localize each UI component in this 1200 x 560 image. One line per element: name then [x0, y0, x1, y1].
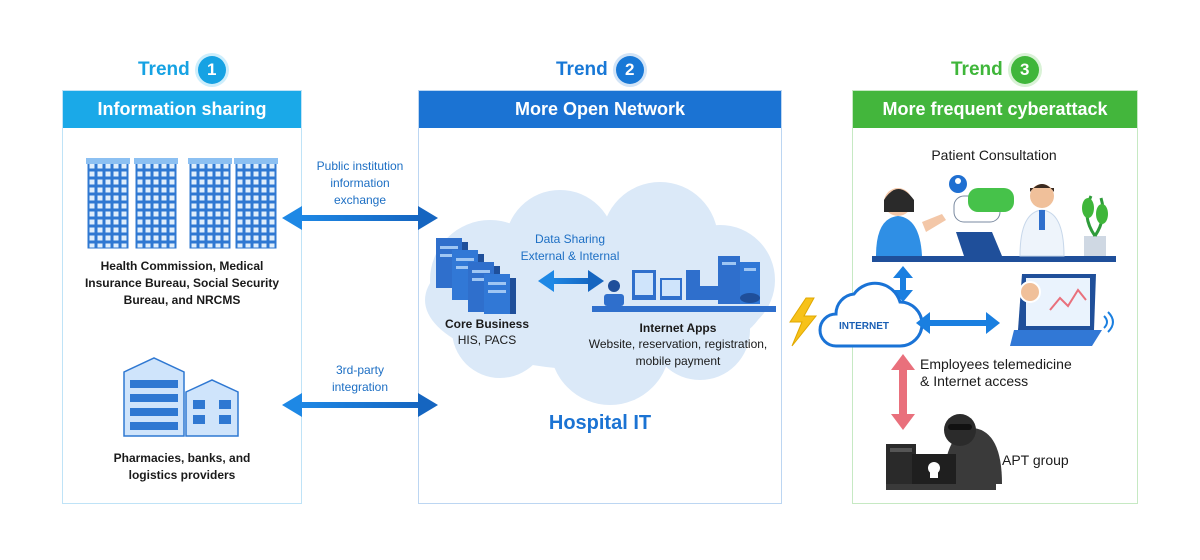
trend-1-number: 1 [197, 56, 226, 84]
hospital-cloud-icon [425, 182, 775, 405]
apt-group-label: APT group [1002, 452, 1069, 468]
core-business-subtitle: HIS, PACS [457, 333, 517, 347]
core-business-title: Core Business [444, 317, 530, 331]
patient-consultation-icon [872, 175, 1116, 262]
trend-2-label: Trend 2 [556, 56, 644, 84]
trend-2-text: Trend [556, 59, 608, 80]
government-agencies-label: Health Commission, Medical Insurance Bur… [84, 259, 280, 307]
data-sharing-label: Data Sharing External & Internal [520, 232, 620, 263]
telemedicine-laptop-icon [1010, 274, 1114, 346]
data-sharing-arrow [538, 270, 604, 292]
internet-apps-title: Internet Apps [639, 321, 717, 335]
lightning-icon [789, 297, 818, 347]
consultation-internet-arrow [893, 266, 913, 302]
trend-1-label: Trend 1 [138, 56, 226, 84]
third-party-arrow [282, 393, 438, 417]
patient-consultation-label: Patient Consultation [931, 147, 1057, 163]
partner-buildings-icon [123, 357, 239, 437]
telemedicine-label: Employees telemedicine & Internet access [920, 356, 1072, 389]
trend-2-number: 2 [615, 56, 644, 84]
partners-label: Pharmacies, banks, and logistics provide… [113, 451, 251, 482]
internet-apps-subtitle: Website, reservation, registration, mobi… [588, 337, 768, 368]
cyberattack-title: More frequent cyberattack [853, 91, 1137, 128]
hospital-it-label: Hospital IT [548, 412, 652, 434]
threat-arrow [891, 354, 915, 430]
government-buildings-icon [86, 158, 278, 249]
core-servers-icon [436, 238, 516, 314]
open-network-title: More Open Network [419, 91, 781, 128]
internet-apps-icon [592, 256, 776, 312]
information-sharing-title: Information sharing [63, 91, 301, 128]
trend-1-text: Trend [138, 59, 190, 80]
internet-telemedicine-arrow [916, 312, 1000, 334]
internet-label: INTERNET [839, 321, 889, 332]
third-party-label: 3rd-party integration [331, 363, 389, 394]
apt-hacker-icon [886, 414, 1002, 490]
trend-3-label: Trend 3 [951, 56, 1039, 84]
public-exchange-arrow [282, 206, 438, 230]
trend-3-number: 3 [1010, 56, 1039, 84]
public-exchange-label: Public institution information exchange [316, 159, 404, 207]
trend-3-text: Trend [951, 59, 1003, 80]
